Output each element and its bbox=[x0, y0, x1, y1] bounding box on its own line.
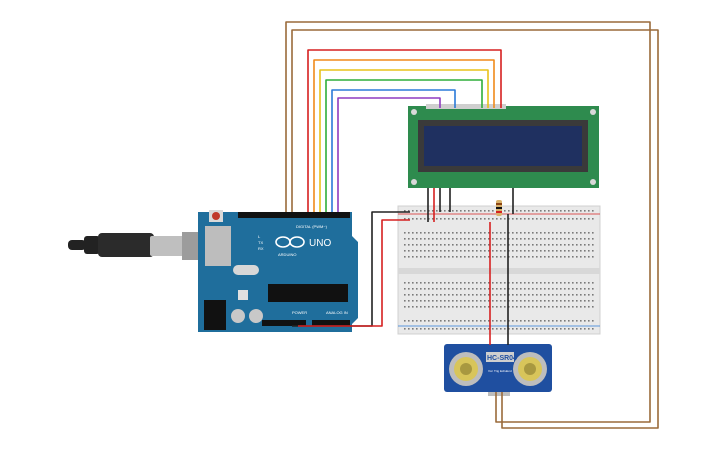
digital-header bbox=[238, 212, 350, 218]
usb-cable bbox=[68, 232, 210, 260]
wire-orange-lcd bbox=[313, 59, 495, 212]
usb-port bbox=[205, 226, 231, 266]
lcd-16x2-module[interactable] bbox=[408, 104, 599, 188]
rx-label: RX bbox=[258, 246, 264, 251]
wire-red-lcd bbox=[307, 49, 502, 212]
wire-power-red bbox=[298, 219, 410, 327]
wire-brown-outer bbox=[285, 21, 651, 423]
wire-yellow-lcd bbox=[319, 69, 489, 212]
atmega-chip bbox=[268, 284, 348, 302]
resistor[interactable] bbox=[496, 200, 502, 216]
hc-sr04-ultrasonic-sensor[interactable]: HC-SR04 Vcc Trig Echo Gnd bbox=[444, 344, 552, 396]
wire-purple-lcd bbox=[337, 97, 441, 212]
wire-green-lcd bbox=[325, 79, 483, 212]
transducer-left-icon bbox=[449, 352, 483, 386]
lcd-screen bbox=[424, 126, 582, 166]
sensor-pin-echo: Echo bbox=[500, 369, 507, 373]
brand-label: ARDUINO bbox=[278, 252, 296, 257]
transducer-right-icon bbox=[513, 352, 547, 386]
breadboard-holes bbox=[404, 210, 594, 330]
l-led-label: L bbox=[258, 234, 261, 239]
sensor-pin-vcc: Vcc bbox=[488, 369, 494, 373]
wire-blue-lcd bbox=[331, 89, 456, 212]
lcd-pin-header bbox=[426, 104, 506, 109]
analog-in-label: ANALOG IN bbox=[326, 310, 348, 315]
sensor-pin-gnd: Gnd bbox=[506, 369, 512, 373]
digital-header-label: DIGITAL (PWM~) bbox=[296, 224, 328, 229]
power-jack bbox=[204, 300, 226, 330]
arduino-uno-board[interactable]: UNO ARDUINO DIGITAL (PWM~) POWER ANALOG … bbox=[198, 210, 358, 332]
power-label: POWER bbox=[292, 310, 307, 315]
board-model-label: UNO bbox=[309, 238, 331, 249]
analog-header bbox=[312, 320, 350, 326]
power-header bbox=[262, 320, 306, 326]
breadboard[interactable] bbox=[397, 205, 601, 335]
arduino-logo-icon bbox=[275, 236, 305, 248]
sensor-pin-trig: Trig bbox=[494, 369, 499, 373]
tx-label: TX bbox=[258, 240, 263, 245]
sensor-model-label: HC-SR04 bbox=[487, 355, 517, 362]
wire-brown-inner bbox=[291, 29, 659, 429]
